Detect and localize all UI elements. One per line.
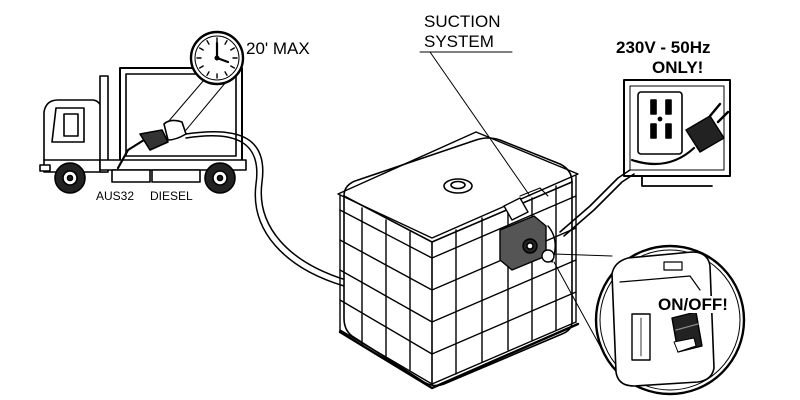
switch-magnifier bbox=[594, 244, 746, 396]
truck-illustration bbox=[39, 67, 247, 194]
switch-callout-lines bbox=[553, 253, 613, 347]
on-off-switch-icon bbox=[671, 311, 703, 353]
max-time-label: 20' MAX bbox=[246, 39, 310, 58]
on-off-label: ON/OFF! bbox=[656, 295, 730, 314]
suction-system-label-line2: SYSTEM bbox=[424, 32, 494, 51]
diesel-label: DIESEL bbox=[150, 189, 193, 203]
power-cable bbox=[559, 169, 635, 237]
power-plug-icon bbox=[630, 102, 730, 187]
suction-leader-lines bbox=[419, 51, 531, 197]
suction-system-label-line1: SUCTION bbox=[424, 12, 501, 31]
voltage-label-line2: ONLY! bbox=[652, 58, 704, 77]
power-socket-icon bbox=[637, 91, 683, 155]
ibc-tank bbox=[337, 131, 580, 390]
aus32-label: AUS32 bbox=[96, 189, 135, 203]
clock-icon bbox=[189, 30, 245, 86]
pump-unit bbox=[499, 187, 556, 271]
voltage-label-line1: 230V - 50Hz bbox=[616, 38, 711, 57]
clock-callout-lines bbox=[167, 79, 227, 131]
